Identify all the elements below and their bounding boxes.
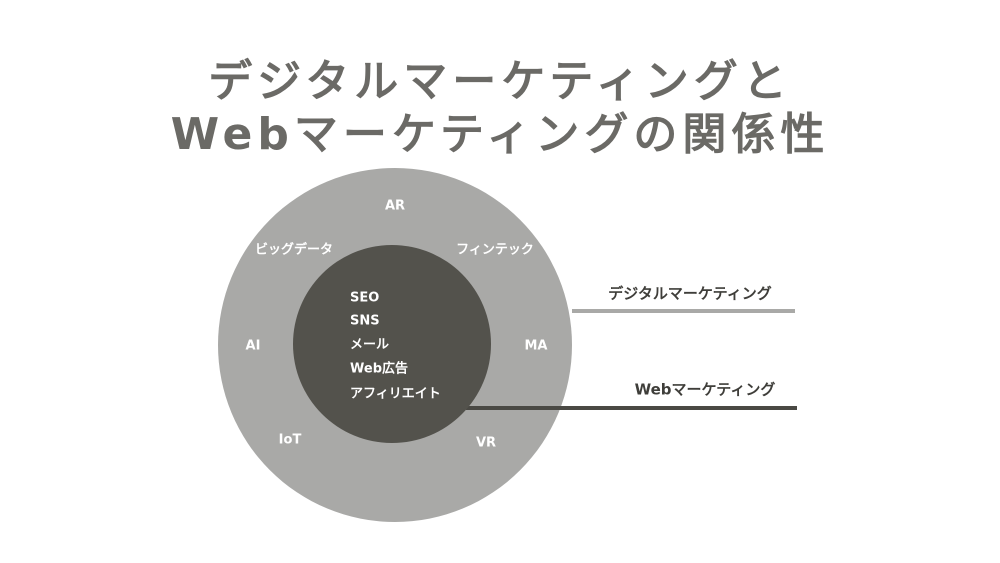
outer-item-ai: AI	[246, 339, 261, 354]
outer-item-vr: VR	[476, 436, 496, 451]
outer-item-fintech: フィンテック	[456, 243, 534, 258]
inner-item-mail: メール	[350, 338, 389, 353]
inner-item-web-ads: Web広告	[350, 361, 408, 377]
inner-item-affiliate: アフィリエイト	[350, 387, 441, 402]
inner-item-seo: SEO	[350, 291, 379, 306]
title-line-2: Webマーケティングの関係性	[170, 109, 830, 160]
outer-item-bigdata: ビッグデータ	[255, 242, 333, 258]
outer-item-ar: AR	[385, 199, 405, 214]
outer-item-ma: MA	[525, 339, 548, 354]
legend-digital-marketing: デジタルマーケティング	[608, 285, 772, 303]
title-line-1: デジタルマーケティングと	[208, 56, 792, 107]
legend-web-marketing: Webマーケティング	[635, 381, 776, 399]
outer-item-iot: IoT	[279, 433, 302, 448]
inner-item-sns: SNS	[350, 314, 380, 329]
inner-circle-web-marketing	[293, 245, 491, 443]
